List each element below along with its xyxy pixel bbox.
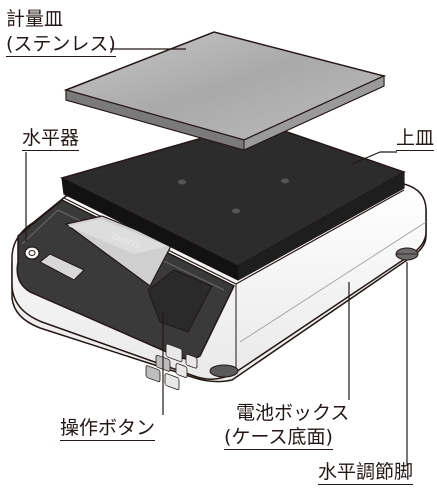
power-button[interactable] [145, 365, 161, 383]
label-battery-box-2: (ケース底面) [224, 426, 333, 450]
weighing-pan [63, 31, 387, 151]
level-bubble [24, 246, 40, 260]
label-top-tray: 上皿 [396, 127, 435, 151]
label-weighing-pan-2: (ステンレス) [6, 33, 116, 57]
label-leveling-foot: 水平調節脚 [318, 461, 414, 485]
zero-button[interactable] [164, 373, 180, 390]
leader-lines [25, 48, 408, 466]
up-button[interactable] [185, 353, 198, 369]
display-glare [68, 219, 168, 254]
tray-hole-2 [281, 178, 289, 184]
tray-hole-1 [178, 179, 186, 185]
tare-button[interactable] [165, 343, 183, 363]
tray-hole-3 [232, 208, 240, 214]
label-weighing-pan-1: 計量皿 [6, 8, 64, 30]
top-tray [59, 121, 406, 281]
unit-label-area [39, 253, 85, 281]
right-button[interactable] [175, 363, 188, 378]
button-panel [147, 269, 213, 333]
operation-buttons [145, 269, 213, 390]
label-level: 水平器 [22, 127, 80, 151]
feet [209, 247, 419, 378]
front-left-foot [209, 364, 239, 378]
label-battery-box-1: 電池ボックス [236, 402, 350, 424]
label-buttons: 操作ボタン [60, 417, 156, 441]
